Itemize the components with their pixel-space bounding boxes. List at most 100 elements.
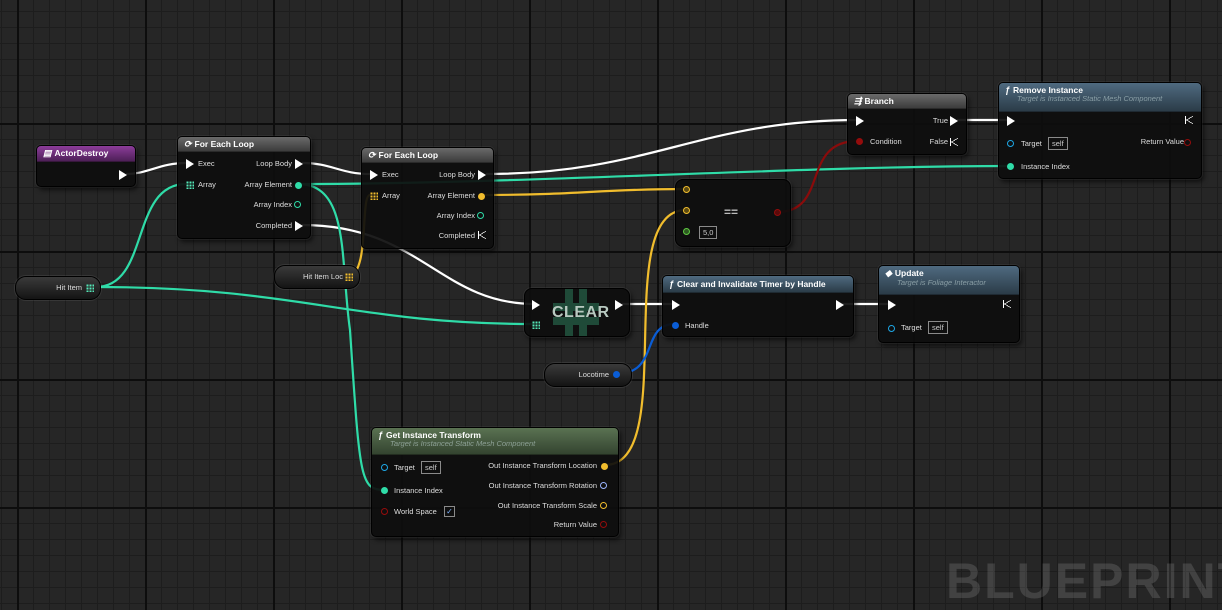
target-in-pin[interactable] (1007, 140, 1014, 147)
condition-label: Condition (870, 137, 902, 146)
array-label: Array (198, 180, 216, 189)
completed-out-pin[interactable] (478, 231, 486, 239)
out-rotation-pin[interactable] (600, 482, 607, 489)
locotime-variable[interactable]: Locotime (544, 363, 632, 387)
branch-icon: ⇶ (854, 96, 862, 106)
hit-item-loc-variable[interactable]: Hit Item Loc (274, 265, 360, 289)
update-icon: ◆ (885, 268, 892, 278)
hit-item-variable[interactable]: Hit Item (15, 276, 101, 300)
b-in-pin[interactable] (683, 207, 690, 214)
array-element-out-pin[interactable] (478, 193, 485, 200)
array-wire (95, 182, 187, 289)
node-title: Remove Instance (1013, 85, 1083, 95)
array-in-pin[interactable] (186, 181, 194, 189)
node-title: Update (894, 268, 924, 278)
array-index-out-pin[interactable] (294, 201, 301, 208)
tolerance-field[interactable]: 5,0 (699, 226, 718, 239)
exec-wire (301, 161, 371, 176)
loop-body-out-pin[interactable] (295, 159, 303, 169)
array-in-pin[interactable] (532, 321, 540, 329)
target-label: Target (394, 463, 415, 472)
array-element-label: Array Element (427, 191, 475, 200)
return-value-out-pin[interactable] (600, 521, 607, 528)
actor-destroy-event-node[interactable]: ▤ActorDestroy (36, 145, 136, 187)
variable-label: Locotime (578, 370, 609, 379)
condition-in-pin[interactable] (856, 138, 863, 145)
array-index-out-pin[interactable] (477, 212, 484, 219)
exec-in-pin[interactable] (186, 159, 194, 169)
update-node[interactable]: ◆Update Target is Foliage Interactor Tar… (878, 265, 1020, 343)
world-space-in-pin[interactable] (381, 508, 388, 515)
vector-wire (480, 187, 687, 197)
target-field[interactable]: self (1048, 137, 1068, 150)
exec-out-pin[interactable] (1003, 300, 1011, 308)
return-value-out-pin[interactable] (1184, 139, 1191, 146)
return-value-label: Return Value (1140, 137, 1184, 146)
exec-in-pin[interactable] (672, 300, 680, 310)
clear-node-background-icon (553, 289, 599, 336)
array-element-label: Array Element (244, 180, 292, 189)
handle-label: Handle (685, 321, 709, 330)
target-in-pin[interactable] (381, 464, 388, 471)
bool-wire (776, 139, 859, 214)
target-label: Target (901, 323, 922, 332)
world-space-label: World Space (394, 507, 437, 516)
hit-item-out-pin[interactable] (86, 284, 94, 292)
exec-in-pin[interactable] (856, 116, 864, 126)
tolerance-in-pin[interactable] (683, 228, 690, 235)
array-label: Array (382, 191, 400, 200)
locotime-out-pin[interactable] (613, 371, 620, 378)
a-in-pin[interactable] (683, 186, 690, 193)
event-icon: ▤ (43, 148, 52, 158)
world-space-checkbox[interactable]: ✓ (444, 506, 455, 517)
exec-out-pin[interactable] (1185, 116, 1193, 124)
array-element-out-pin[interactable] (295, 182, 302, 189)
node-title: Branch (864, 96, 894, 106)
out-location-pin[interactable] (601, 463, 608, 470)
clear-label: CLEAR (552, 304, 610, 321)
for-each-loop-node-2[interactable]: ⟳For Each Loop Exec Array Loop Body Arra… (361, 147, 494, 249)
true-out-pin[interactable] (950, 116, 958, 126)
node-subtitle: Target is Foliage Interactor (897, 278, 986, 287)
completed-out-pin[interactable] (295, 221, 303, 231)
vector-wire (604, 208, 687, 467)
exec-in-pin[interactable] (1007, 116, 1015, 126)
equals-node[interactable]: 5,0 == (675, 179, 791, 247)
handle-in-pin[interactable] (672, 322, 679, 329)
true-label: True (932, 116, 948, 125)
result-out-pin[interactable] (774, 209, 781, 216)
instance-index-label: Instance Index (1021, 162, 1070, 171)
instance-index-in-pin[interactable] (1007, 163, 1014, 170)
target-field[interactable]: self (928, 321, 948, 334)
loop-body-label: Loop Body (439, 170, 475, 179)
false-out-pin[interactable] (950, 138, 958, 146)
for-each-loop-node-1[interactable]: ⟳For Each Loop Exec Array Loop Body Arra… (177, 136, 311, 239)
loop-body-out-pin[interactable] (478, 170, 486, 180)
clear-macro-node[interactable]: CLEAR (524, 288, 630, 337)
target-in-pin[interactable] (888, 325, 895, 332)
hit-item-loc-out-pin[interactable] (345, 273, 353, 281)
loop-icon: ⟳ (368, 150, 376, 160)
array-index-label: Array Index (253, 200, 292, 209)
exec-in-pin[interactable] (888, 300, 896, 310)
exec-in-pin[interactable] (370, 170, 378, 180)
exec-out-pin[interactable] (119, 170, 127, 180)
exec-out-pin[interactable] (836, 300, 844, 310)
target-field[interactable]: self (421, 461, 441, 474)
out-scale-pin[interactable] (600, 502, 607, 509)
branch-node[interactable]: ⇶Branch Condition True False (847, 93, 967, 155)
out-scale-label: Out Instance Transform Scale (497, 501, 597, 510)
instance-index-in-pin[interactable] (381, 487, 388, 494)
exec-label: Exec (198, 159, 215, 168)
exec-in-pin[interactable] (532, 300, 540, 310)
array-wire (95, 285, 536, 326)
node-subtitle: Target is Instanced Static Mesh Componen… (1017, 94, 1163, 103)
variable-label: Hit Item (56, 283, 82, 292)
array-in-pin[interactable] (370, 192, 378, 200)
exec-wire (485, 118, 859, 176)
exec-out-pin[interactable] (615, 300, 623, 310)
blueprint-watermark: BLUEPRINT (946, 553, 1222, 609)
